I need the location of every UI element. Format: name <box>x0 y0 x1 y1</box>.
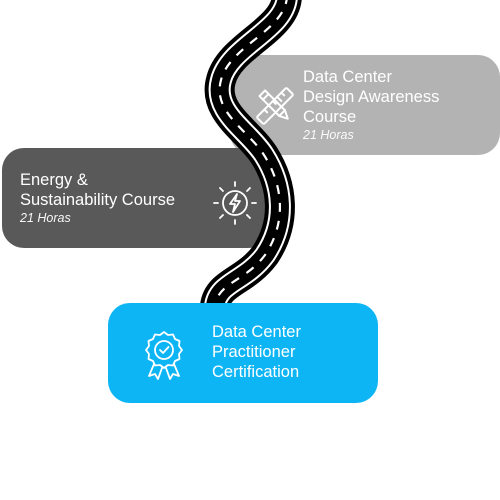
course-title-line: Design Awareness <box>303 88 440 106</box>
course-text: Energy & Sustainability Course 21 Horas <box>20 170 175 226</box>
certification-title-line: Certification <box>212 363 300 381</box>
certification-title-line: Practitioner <box>212 343 296 361</box>
course-hours: 21 Horas <box>20 211 71 225</box>
course-title-line: Data Center <box>303 68 392 86</box>
certification-title-line: Data Center <box>212 323 301 341</box>
ruler-pencil-icon <box>256 87 294 125</box>
certificate-badge-icon <box>145 331 183 380</box>
course-title-line: Sustainability Course <box>20 191 175 209</box>
course-title-line: Energy & <box>20 171 88 189</box>
certification-card-practitioner: Data Center Practitioner Certification <box>108 303 378 403</box>
course-hours: 21 Horas <box>303 128 354 142</box>
course-card-energy-sustainability: Energy & Sustainability Course 21 Horas <box>2 148 270 248</box>
energy-lightning-icon <box>213 181 257 225</box>
course-text: Data Center Design Awareness Course 21 H… <box>303 67 439 143</box>
course-title-line: Course <box>303 108 357 126</box>
course-card-design-awareness: Data Center Design Awareness Course 21 H… <box>230 55 500 155</box>
certification-text: Data Center Practitioner Certification <box>212 322 301 382</box>
